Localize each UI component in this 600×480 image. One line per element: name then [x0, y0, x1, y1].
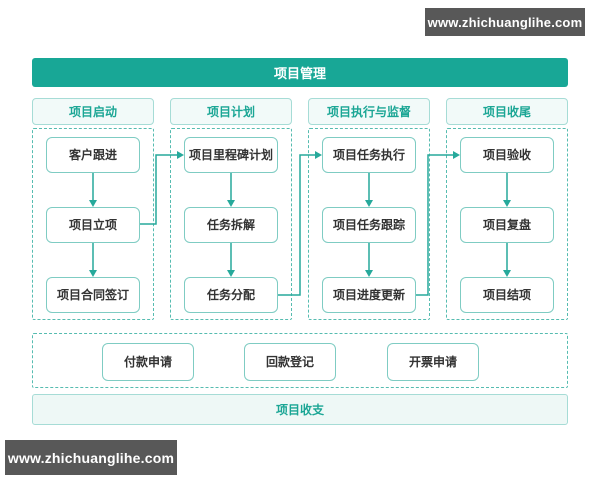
column-header-execution: 项目执行与监督 [308, 98, 430, 125]
step-contract-signing: 项目合同签订 [46, 277, 140, 313]
step-project-approval: 项目立项 [46, 207, 140, 243]
step-task-execution: 项目任务执行 [322, 137, 416, 173]
footer-bar: 项目收支 [32, 394, 568, 425]
watermark-bottom: www.zhichuanglihe.com [5, 440, 177, 475]
finance-container [32, 333, 568, 388]
column-header-initiation: 项目启动 [32, 98, 154, 125]
diagram-title-bar: 项目管理 [32, 58, 568, 87]
step-task-breakdown: 任务拆解 [184, 207, 278, 243]
step-customer-followup: 客户跟进 [46, 137, 140, 173]
column-header-planning: 项目计划 [170, 98, 292, 125]
step-milestone-plan: 项目里程碑计划 [184, 137, 278, 173]
finance-invoice-request: 开票申请 [387, 343, 479, 381]
watermark-top: www.zhichuanglihe.com [425, 8, 585, 36]
step-project-review: 项目复盘 [460, 207, 554, 243]
column-header-closing: 项目收尾 [446, 98, 568, 125]
step-acceptance: 项目验收 [460, 137, 554, 173]
finance-collection-register: 回款登记 [244, 343, 336, 381]
step-task-tracking: 项目任务跟踪 [322, 207, 416, 243]
step-project-closure: 项目结项 [460, 277, 554, 313]
step-task-assignment: 任务分配 [184, 277, 278, 313]
step-progress-update: 项目进度更新 [322, 277, 416, 313]
finance-payment-request: 付款申请 [102, 343, 194, 381]
